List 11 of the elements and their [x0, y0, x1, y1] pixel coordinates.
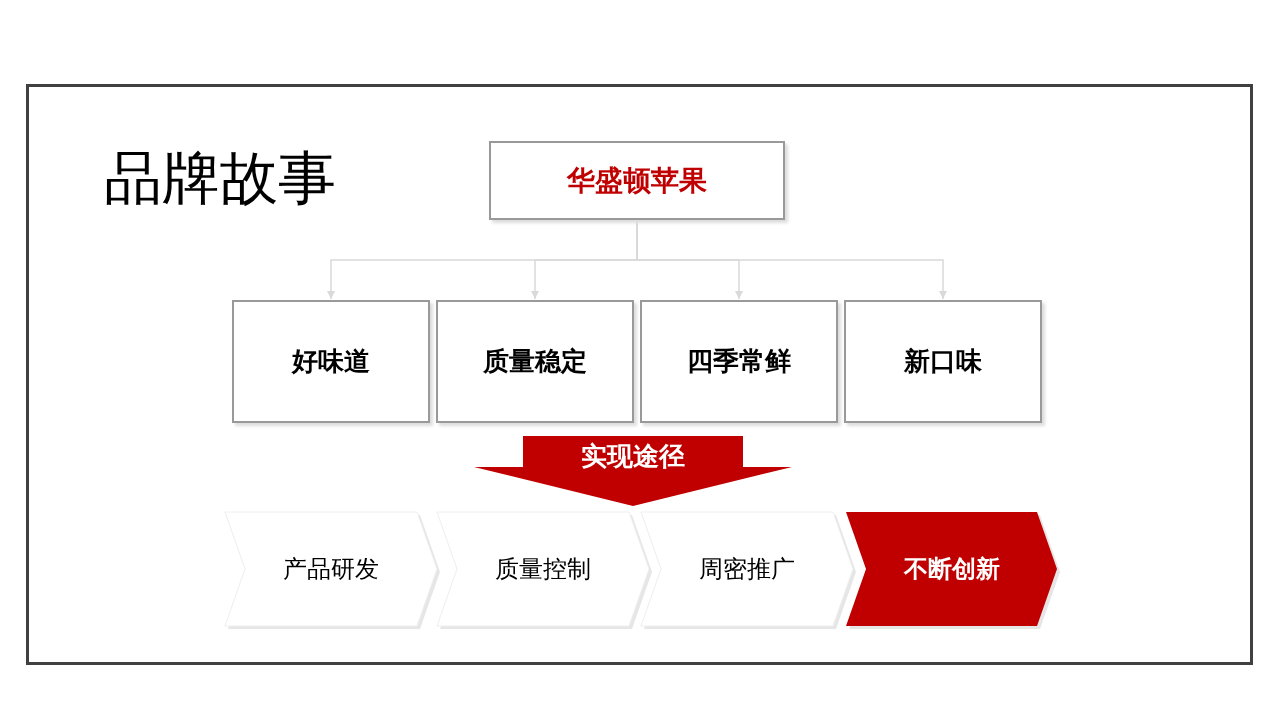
- feature-box: 好味道: [232, 300, 430, 423]
- title-box: 华盛顿苹果: [489, 141, 785, 220]
- chevron-step: 周密推广: [641, 512, 853, 626]
- chevron-step: 产品研发: [225, 512, 437, 626]
- feature-box: 四季常鲜: [640, 300, 838, 423]
- feature-box: 新口味: [844, 300, 1042, 423]
- feature-box: 质量稳定: [436, 300, 634, 423]
- chevron-step: 质量控制: [437, 512, 649, 626]
- chevron-step: 不断创新: [846, 512, 1057, 626]
- down-arrow: 实现途径: [474, 436, 792, 506]
- slide-title: 品牌故事: [104, 143, 336, 214]
